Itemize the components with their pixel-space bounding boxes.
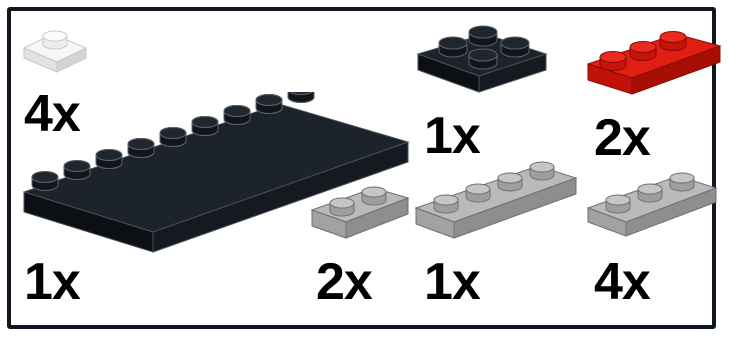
stud-top [223, 105, 251, 117]
plate-2x2-black-icon [416, 25, 548, 93]
plate-4x8-black-icon [22, 92, 410, 253]
stud-top [289, 92, 313, 95]
stud-top [31, 171, 59, 183]
quantity-label-plate-1x4-light-gray: 1x [424, 253, 481, 311]
stud-top [127, 138, 155, 150]
quantity-label-plate-1x3-light-gray: 4x [594, 253, 651, 311]
plate-1x2-light-gray-icon [310, 186, 410, 239]
stud-top [191, 116, 219, 128]
plate-1x3-red-icon [586, 31, 722, 95]
plate-1x4-light-gray-icon [414, 161, 578, 239]
stud-top [159, 127, 187, 139]
plate-1x3-light-gray-icon [586, 172, 718, 237]
stud-top [255, 94, 283, 106]
quantity-label-plate-2x2-black: 1x [424, 107, 481, 165]
plate-1x1-transparent-icon [22, 30, 88, 73]
quantity-label-plate-1x2-light-gray: 2x [316, 253, 373, 311]
stud-top [95, 149, 123, 161]
stud-top [63, 160, 91, 172]
quantity-label-plate-1x1-transparent: 4x [24, 85, 81, 143]
quantity-label-plate-1x3-red: 2x [594, 109, 651, 167]
quantity-label-plate-4x8-black: 1x [24, 253, 81, 311]
